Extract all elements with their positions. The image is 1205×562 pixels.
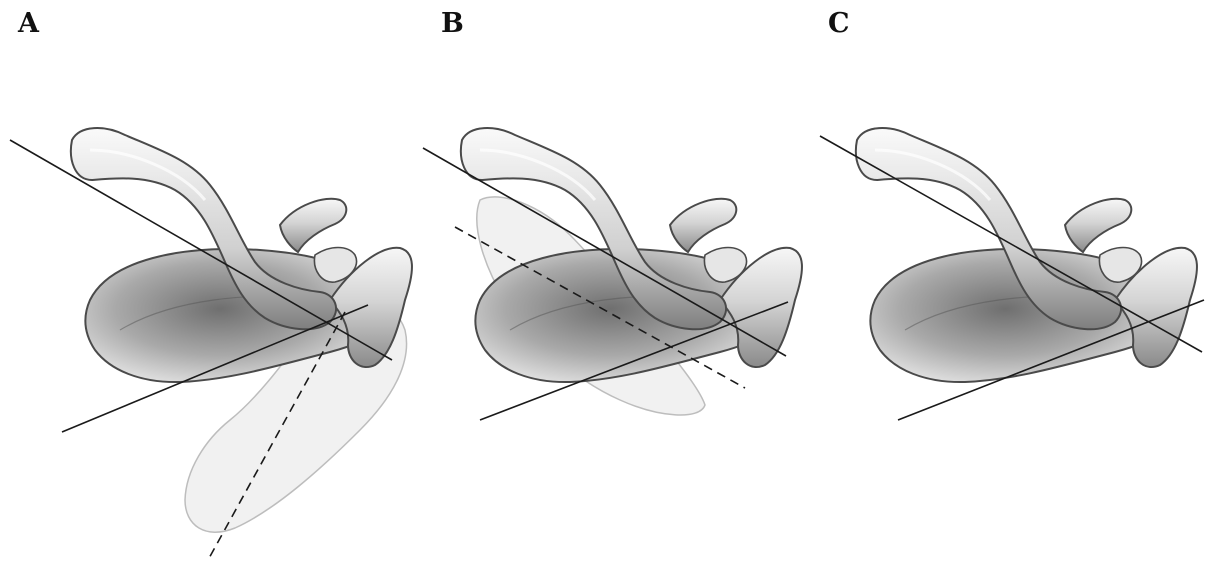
panel-a (10, 128, 412, 560)
panel-c (820, 128, 1204, 420)
panel-b (423, 128, 802, 420)
